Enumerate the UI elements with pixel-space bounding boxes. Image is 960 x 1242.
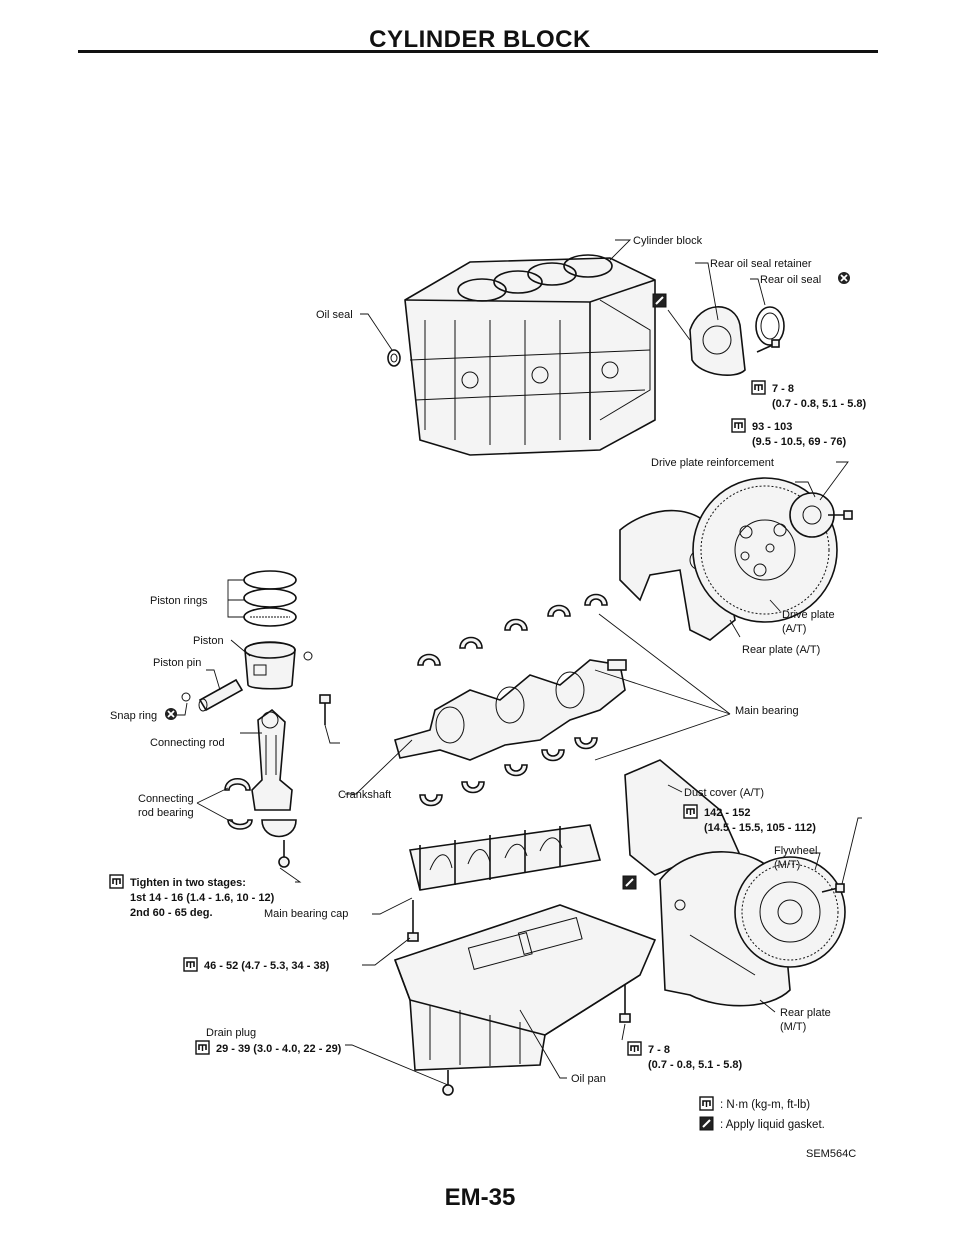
label-connecting-rod: Connecting rod xyxy=(150,737,225,749)
replace-mark-rear-oil-seal xyxy=(837,271,851,285)
snap-ring-parts xyxy=(181,651,313,702)
connecting-rod-bolt xyxy=(319,694,331,725)
label-torque-pan-2: (0.7 - 0.8, 5.1 - 5.8) xyxy=(648,1059,742,1071)
oil-pan-bolt xyxy=(619,985,631,1023)
label-drive-plate-2: (A/T) xyxy=(782,623,806,635)
label-flywheel-2: (M/T) xyxy=(774,859,800,871)
label-piston-rings: Piston rings xyxy=(150,595,208,607)
drive-plate-reinforcement-part xyxy=(789,492,835,538)
label-rear-plate-at: Rear plate (A/T) xyxy=(742,644,820,656)
label-flywheel-1: Flywheel xyxy=(774,845,817,857)
main-bearing-cap-part xyxy=(409,824,602,891)
label-connecting-rod-bearing-1: Connecting xyxy=(138,793,194,805)
label-crankshaft: Crankshaft xyxy=(338,789,391,801)
torque-icon-drive xyxy=(731,418,746,433)
label-torque-pan-1: 7 - 8 xyxy=(648,1044,670,1056)
rear-oil-seal-part xyxy=(755,306,785,346)
torque-icon-pan xyxy=(627,1041,642,1056)
label-tighten-2: 1st 14 - 16 (1.4 - 1.6, 10 - 12) xyxy=(130,892,275,904)
label-torque-dust-2: (14.5 - 15.5, 105 - 112) xyxy=(704,822,816,834)
page-title: CYLINDER BLOCK xyxy=(369,26,591,53)
label-torque-retainer-2: (0.7 - 0.8, 5.1 - 5.8) xyxy=(772,398,866,410)
label-torque-dust-1: 142 - 152 xyxy=(704,807,750,819)
connecting-rod-nut xyxy=(278,840,290,868)
crankshaft-part xyxy=(394,659,627,761)
oil-seal-part xyxy=(387,349,401,367)
label-rear-oil-seal: Rear oil seal xyxy=(760,274,821,286)
label-torque-drain: 29 - 39 (3.0 - 4.0, 22 - 29) xyxy=(216,1043,342,1055)
label-oil-pan: Oil pan xyxy=(571,1073,606,1085)
piston-pin-part xyxy=(198,678,244,712)
legend-gasket-text: : Apply liquid gasket. xyxy=(720,1119,825,1131)
torque-icon-cap xyxy=(183,957,198,972)
label-main-bearing-cap: Main bearing cap xyxy=(264,908,348,920)
flywheel-part xyxy=(734,856,846,968)
cylinder-block-drawing xyxy=(404,254,656,456)
main-bearing-upper-halves xyxy=(417,593,608,666)
torque-icon-dust xyxy=(683,804,698,819)
label-drain-plug: Drain plug xyxy=(206,1027,256,1039)
label-rear-oil-seal-retainer: Rear oil seal retainer xyxy=(710,258,812,270)
flywheel-bolt xyxy=(821,883,845,893)
gasket-mark-oil-pan xyxy=(622,875,637,890)
page-number: EM-35 xyxy=(444,1184,516,1211)
drain-plug-part xyxy=(442,1070,454,1096)
legend-torque-icon xyxy=(699,1096,714,1111)
title-rule xyxy=(78,50,878,53)
label-piston-pin: Piston pin xyxy=(153,657,201,669)
leader-lines xyxy=(175,239,862,1086)
torque-icon-drain xyxy=(195,1040,210,1055)
label-torque-drive-1: 93 - 103 xyxy=(752,421,792,433)
label-torque-retainer-1: 7 - 8 xyxy=(772,383,794,395)
gasket-mark-retainer xyxy=(652,293,667,308)
retainer-bolt xyxy=(756,339,780,353)
drive-plate-bolt xyxy=(828,510,853,520)
label-tighten-3: 2nd 60 - 65 deg. xyxy=(130,907,213,919)
figure-code: SEM564C xyxy=(806,1148,856,1160)
label-torque-drive-2: (9.5 - 10.5, 69 - 76) xyxy=(752,436,846,448)
label-tighten-1: Tighten in two stages: xyxy=(130,877,246,889)
label-rear-plate-mt-2: (M/T) xyxy=(780,1021,806,1033)
oil-pan-part xyxy=(393,904,657,1071)
rear-oil-seal-retainer-part xyxy=(689,306,746,376)
main-bearing-cap-bolt xyxy=(407,900,419,942)
label-dust-cover: Dust cover (A/T) xyxy=(684,787,764,799)
replace-mark-snap-ring xyxy=(164,707,178,721)
label-cylinder-block: Cylinder block xyxy=(633,235,703,247)
label-drive-plate-1: Drive plate xyxy=(782,609,835,621)
torque-icon-retainer xyxy=(751,380,766,395)
connecting-rod-bearing-part xyxy=(224,777,297,838)
torque-icon-tighten xyxy=(109,874,124,889)
piston-rings-part xyxy=(243,570,297,627)
label-piston: Piston xyxy=(193,635,224,647)
label-drive-plate-reinforcement: Drive plate reinforcement xyxy=(651,457,774,469)
label-torque-cap: 46 - 52 (4.7 - 5.3, 34 - 38) xyxy=(204,960,330,972)
label-snap-ring: Snap ring xyxy=(110,710,157,722)
legend-gasket-icon xyxy=(699,1116,714,1131)
legend-torque-text: : N·m (kg-m, ft-lb) xyxy=(720,1099,810,1111)
connecting-rod-part xyxy=(251,708,293,811)
label-oil-seal: Oil seal xyxy=(316,309,353,321)
piston-part xyxy=(244,641,296,690)
label-connecting-rod-bearing-2: rod bearing xyxy=(138,807,194,819)
label-main-bearing: Main bearing xyxy=(735,705,799,717)
label-rear-plate-mt-1: Rear plate xyxy=(780,1007,831,1019)
